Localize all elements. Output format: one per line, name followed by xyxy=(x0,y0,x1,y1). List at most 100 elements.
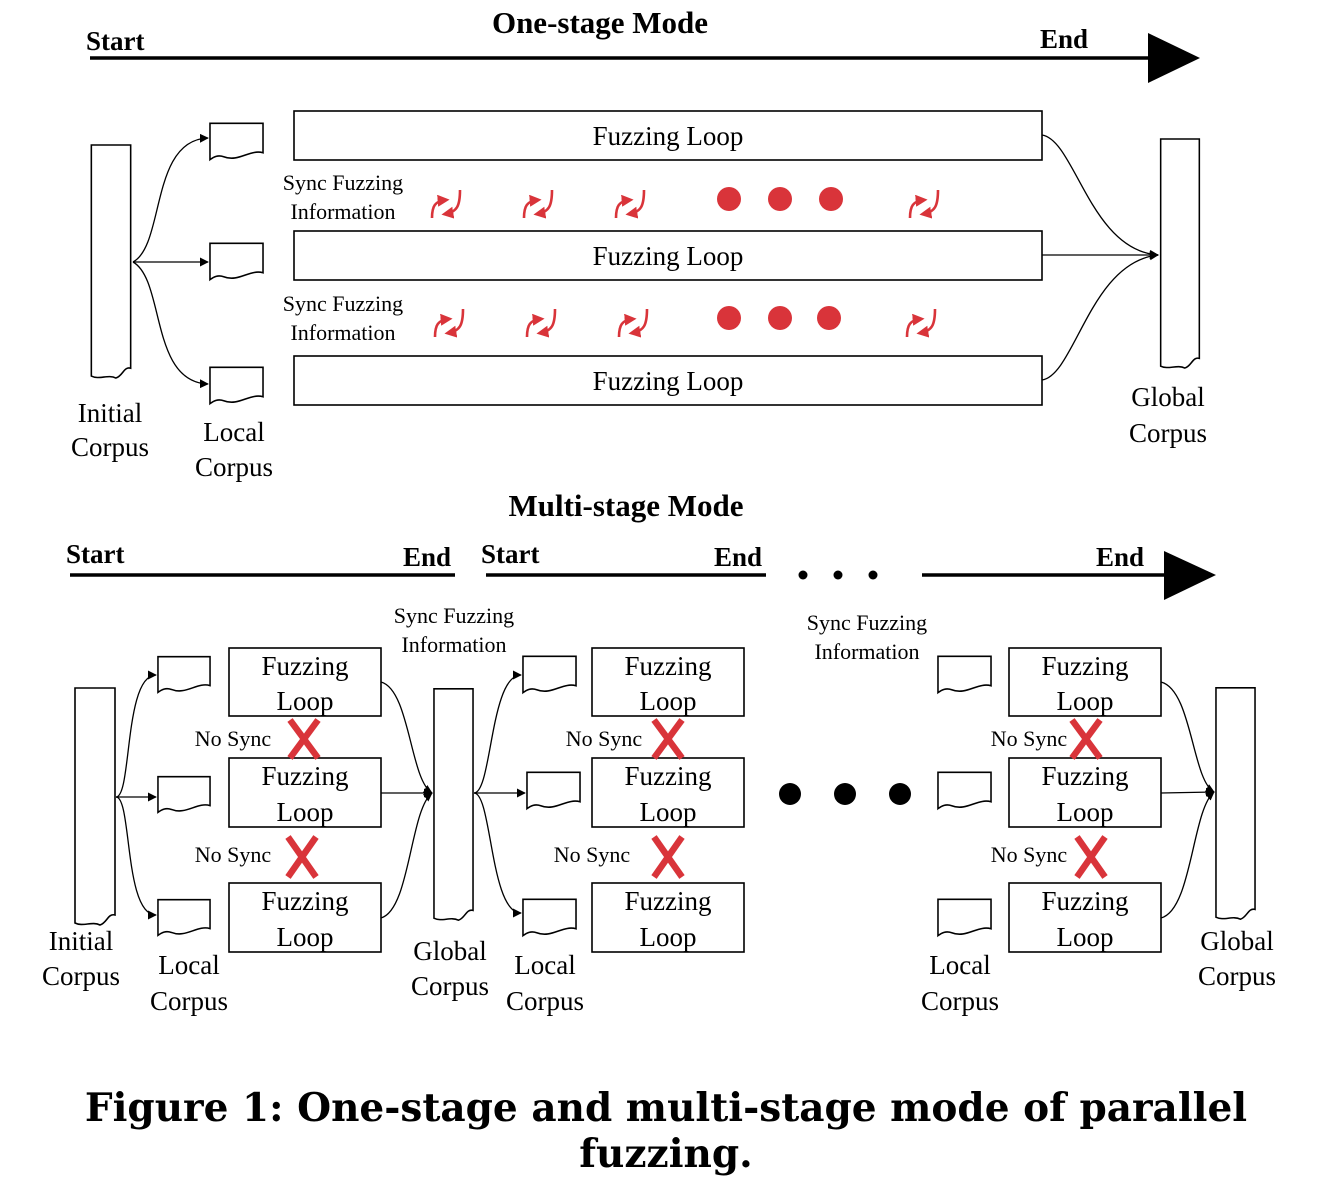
global-corpus-icon xyxy=(433,687,474,922)
ellipsis-dot xyxy=(717,187,741,211)
sync-arrow-icon xyxy=(527,309,555,337)
fuzzing-loop-box: Fuzzing Loop xyxy=(228,757,382,828)
fuzzing-loop-box: Fuzzing Loop xyxy=(1008,757,1162,828)
figure-caption: Figure 1: One-stage and multi-stage mode… xyxy=(84,1085,1248,1177)
fuzzing-loop-label: Fuzzing Loop xyxy=(593,121,744,151)
global-corpus-icon xyxy=(1159,138,1201,369)
initial-corpus-label-2: Corpus xyxy=(71,432,149,462)
fuzzing-loop-label-2: Loop xyxy=(277,922,334,952)
fuzzing-loop-label-1: Fuzzing xyxy=(1042,651,1129,681)
ellipsis-dot xyxy=(717,306,741,330)
stage-end-label: End xyxy=(403,542,451,572)
fuzzing-loop-label-2: Loop xyxy=(640,797,697,827)
multi-stage-section: Multi-stage Mode Start End Start End End… xyxy=(42,488,1276,1016)
no-sync-x-icon xyxy=(651,835,685,879)
fuzzing-loop-label-1: Fuzzing xyxy=(625,886,712,916)
fuzzing-loop-box: Fuzzing Loop xyxy=(591,647,745,717)
sync-info-label-1: Sync Fuzzing xyxy=(283,170,403,195)
no-sync-label: No Sync xyxy=(991,842,1068,867)
fuzzing-loop-box: Fuzzing Loop xyxy=(293,110,1043,161)
fuzzing-loop-box: Fuzzing Loop xyxy=(591,882,745,953)
sync-arrows-row xyxy=(432,187,938,218)
one-stage-section: One-stage Mode Start End Initial Corpus … xyxy=(71,5,1207,482)
sync-info-label-2: Information xyxy=(290,199,395,224)
local-corpus-label-2: Corpus xyxy=(506,986,584,1016)
local-corpus-icon xyxy=(209,122,264,161)
fuzzing-loop-label-1: Fuzzing xyxy=(1042,761,1129,791)
global-corpus-label-2: Corpus xyxy=(411,971,489,1001)
local-corpus-label-2: Corpus xyxy=(195,452,273,482)
initial-corpus-label-2: Corpus xyxy=(42,961,120,991)
stage-start-label: Start xyxy=(481,539,539,569)
fuzzing-loop-box: Fuzzing Loop xyxy=(591,757,745,828)
sync-info-label-1: Sync Fuzzing xyxy=(283,291,403,316)
local-corpus-icon xyxy=(937,898,992,937)
sync-arrow-icon xyxy=(435,309,463,337)
timeline-ellipsis xyxy=(798,570,878,580)
stage-end-label: End xyxy=(1096,542,1144,572)
fuzzing-loop-label-2: Loop xyxy=(1057,686,1114,716)
fuzzing-loop-label-1: Fuzzing xyxy=(262,886,349,916)
global-corpus-label-1: Global xyxy=(413,936,487,966)
local-corpus-label-2: Corpus xyxy=(921,986,999,1016)
fuzzing-loop-box: Fuzzing Loop xyxy=(228,882,382,953)
fuzzing-loop-box: Fuzzing Loop xyxy=(293,230,1043,281)
local-corpus-label-1: Local xyxy=(203,417,264,447)
sync-info-label-2: Information xyxy=(290,320,395,345)
fuzzing-loop-label-2: Loop xyxy=(277,686,334,716)
initial-corpus-label-1: Initial xyxy=(78,398,142,428)
fuzzing-loop-label-2: Loop xyxy=(277,797,334,827)
loops-to-global-connectors xyxy=(1160,681,1215,919)
loops-to-global-connectors xyxy=(1041,134,1159,381)
no-sync-label: No Sync xyxy=(195,842,272,867)
global-corpus-label-1: Global xyxy=(1131,382,1205,412)
sync-arrows-row xyxy=(435,306,935,337)
fuzzing-loop-box: Fuzzing Loop xyxy=(1008,882,1162,953)
fuzzing-loop-label-1: Fuzzing xyxy=(262,761,349,791)
local-corpus-icon xyxy=(157,775,211,814)
stage-end-label: End xyxy=(714,542,762,572)
global-corpus-label-2: Corpus xyxy=(1129,418,1207,448)
local-corpus-icon xyxy=(209,366,264,405)
fuzzing-loop-label-2: Loop xyxy=(1057,797,1114,827)
sync-arrow-icon xyxy=(616,190,644,218)
local-corpus-icon xyxy=(937,771,992,810)
no-sync-label: No Sync xyxy=(554,842,631,867)
multi-stage-timeline-arrow xyxy=(922,551,1216,600)
fuzzing-loop-box: Fuzzing Loop xyxy=(228,647,382,717)
one-stage-timeline-arrow xyxy=(90,33,1200,83)
local-corpus-label-2: Corpus xyxy=(150,986,228,1016)
sync-info-label-1: Sync Fuzzing xyxy=(807,610,927,635)
one-stage-end-label: End xyxy=(1040,24,1088,54)
fuzzing-loop-label-1: Fuzzing xyxy=(625,651,712,681)
fuzzing-loop-label: Fuzzing Loop xyxy=(593,366,744,396)
global-corpus-label-1: Global xyxy=(1200,926,1274,956)
local-corpus-icon xyxy=(157,655,211,694)
fuzzing-loop-label-1: Fuzzing xyxy=(262,651,349,681)
one-stage-start-label: Start xyxy=(86,26,144,56)
fuzzing-loop-box: Fuzzing Loop xyxy=(1008,647,1162,717)
fuzzing-loop-label-1: Fuzzing xyxy=(625,761,712,791)
initial-corpus-label-1: Initial xyxy=(49,926,113,956)
local-corpus-icon xyxy=(937,655,992,694)
fuzzing-loop-label: Fuzzing Loop xyxy=(593,241,744,271)
initial-corpus-icon xyxy=(74,687,116,926)
one-stage-title: One-stage Mode xyxy=(492,5,708,40)
fuzzing-loop-label-2: Loop xyxy=(640,922,697,952)
no-sync-x-icon xyxy=(1069,718,1103,760)
ellipsis-dot xyxy=(817,306,841,330)
parallel-fuzzing-diagram: One-stage Mode Start End Initial Corpus … xyxy=(42,5,1276,1016)
fuzzing-loop-box: Fuzzing Loop xyxy=(293,355,1043,406)
ellipsis-dot xyxy=(768,187,792,211)
ellipsis-dot xyxy=(819,187,843,211)
ellipsis-dot xyxy=(768,306,792,330)
global-to-local-connectors xyxy=(473,670,526,918)
sync-arrow-icon xyxy=(907,309,935,337)
local-corpus-icon xyxy=(522,898,577,937)
sync-arrow-icon xyxy=(619,309,647,337)
stages-ellipsis xyxy=(779,783,911,805)
initial-corpus-icon xyxy=(90,144,132,379)
loops-to-global-connectors xyxy=(380,681,433,919)
local-corpus-icon xyxy=(157,898,211,937)
global-corpus-icon xyxy=(1215,686,1256,921)
